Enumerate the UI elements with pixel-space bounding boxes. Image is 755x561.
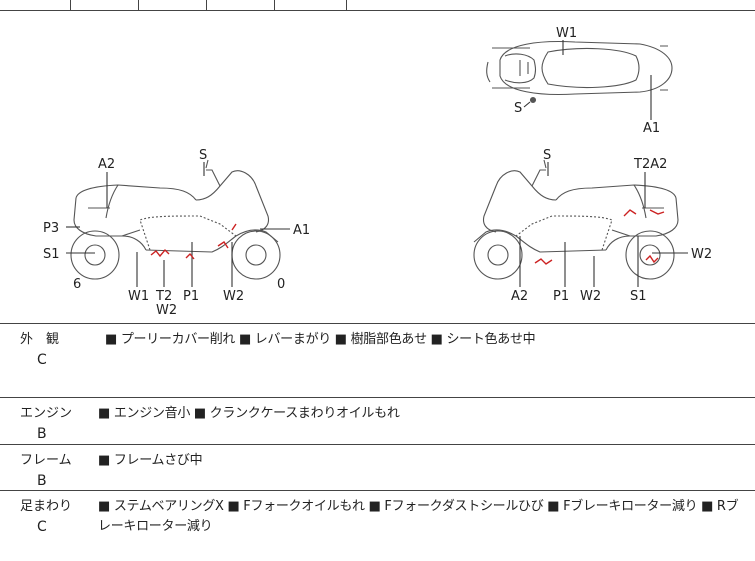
- label-w2: W2: [691, 247, 712, 262]
- leader-lines: [66, 40, 688, 287]
- label-a2: A2: [511, 289, 528, 304]
- table-cell: [206, 0, 275, 10]
- label-s1: S1: [43, 247, 60, 262]
- condition-row-exterior: 外 観 C ■ プーリーカバー削れ ■ レバーまがり ■ 樹脂部色あせ ■ シー…: [0, 323, 755, 398]
- top-view-labels: W1 S A1: [514, 26, 660, 136]
- category-label: 外 観: [20, 332, 60, 347]
- grade-value: B: [37, 473, 47, 489]
- label-w2: W2: [580, 289, 601, 304]
- label-s: S: [514, 101, 522, 116]
- table-cell: [0, 0, 71, 10]
- damage-marks: [150, 209, 665, 265]
- condition-row-frame: フレーム B ■ フレームさび中: [0, 444, 755, 491]
- label-p3: P3: [43, 221, 59, 236]
- table-cell: [274, 0, 347, 10]
- label-t2a2: T2A2: [633, 157, 667, 172]
- left-view-labels: S A2 P3 S1 A1 6 W1 T2 W2 P1 W2 0: [43, 148, 310, 318]
- category-label: エンジン: [20, 406, 73, 421]
- condition-row-engine: エンジン B ■ エンジン音小 ■ クランクケースまわりオイルもれ: [0, 397, 755, 445]
- scooter-diagrams: W1 S A1 S A2 P3 S1 A1 6 W1 T2 W2 P1 W2 0…: [43, 26, 712, 318]
- category-label: フレーム: [20, 453, 72, 468]
- label-0: 0: [277, 277, 285, 292]
- label-s1: S1: [630, 289, 647, 304]
- label-w1: W1: [556, 26, 577, 41]
- table-cell: [138, 0, 207, 10]
- label-a1: A1: [643, 121, 660, 136]
- right-view-scooter: [473, 159, 679, 280]
- grade-value: C: [37, 519, 47, 535]
- label-w2: W2: [156, 303, 177, 318]
- top-view-scooter: [486, 41, 673, 104]
- label-a2: A2: [98, 157, 115, 172]
- category-label: 足まわり: [20, 499, 73, 514]
- condition-notes: ■ ステムベアリングX ■ Fフォークオイルもれ ■ Fフォークダストシールひび…: [98, 499, 739, 534]
- right-view-labels: S T2A2 W2 A2 P1 W2 S1: [511, 148, 712, 304]
- condition-row-suspension: 足まわり C ■ ステムベアリングX ■ Fフォークオイルもれ ■ Fフォークダ…: [0, 490, 755, 561]
- label-p1: P1: [183, 289, 199, 304]
- label-w1: W1: [128, 289, 149, 304]
- label-w2: W2: [223, 289, 244, 304]
- condition-notes: ■ フレームさび中: [98, 453, 203, 468]
- grade-value: C: [37, 352, 47, 368]
- label-a1: A1: [293, 223, 310, 238]
- label-p1: P1: [553, 289, 569, 304]
- grade-value: B: [37, 426, 47, 442]
- condition-notes: ■ エンジン音小 ■ クランクケースまわりオイルもれ: [98, 406, 400, 421]
- left-view-scooter: [70, 159, 281, 280]
- condition-notes: ■ プーリーカバー削れ ■ レバーまがり ■ 樹脂部色あせ ■ シート色あせ中: [105, 332, 536, 347]
- table-cell: [70, 0, 139, 10]
- label-s: S: [199, 148, 207, 163]
- damage-diagram: W1 S A1 S A2 P3 S1 A1 6 W1 T2 W2 P1 W2 0…: [0, 10, 755, 324]
- label-6: 6: [73, 277, 81, 292]
- table-header-row: [0, 0, 755, 11]
- label-t2: T2: [155, 289, 172, 304]
- label-s: S: [543, 148, 551, 163]
